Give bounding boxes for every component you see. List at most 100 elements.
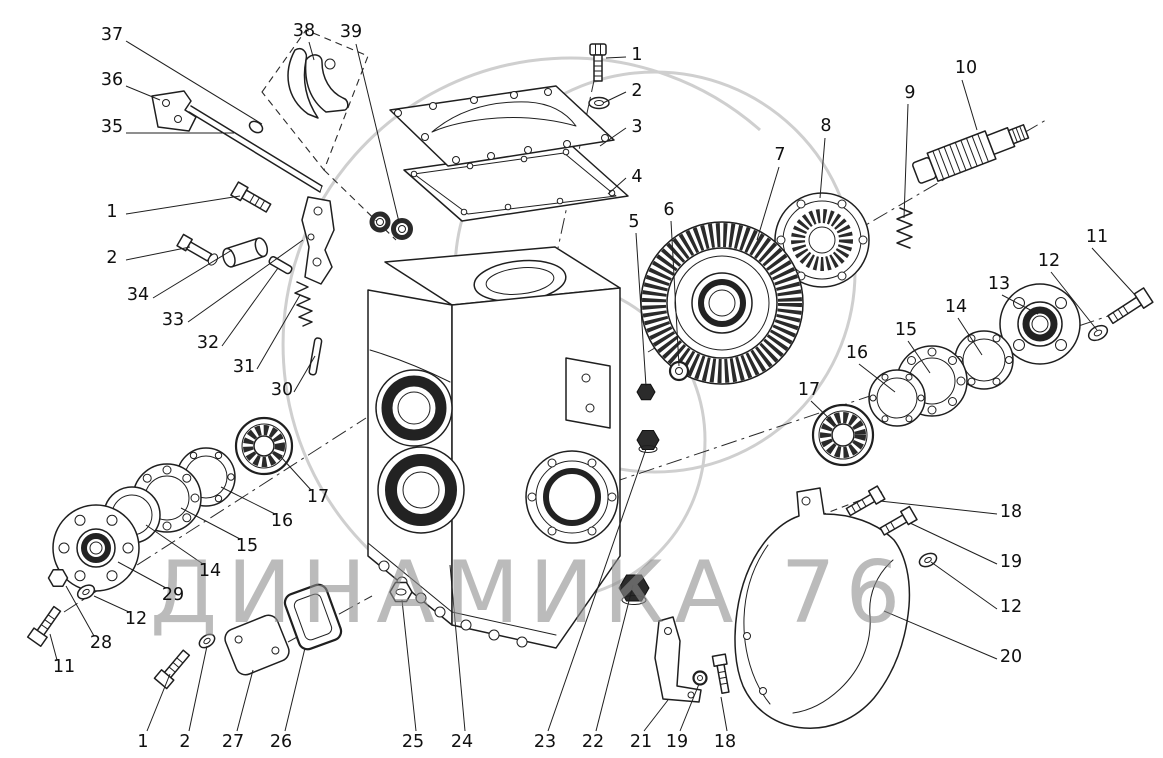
bolt-11-right xyxy=(1107,287,1154,325)
plate-33 xyxy=(301,196,335,285)
bolt-1-bottom xyxy=(153,649,191,690)
bushings-39 xyxy=(369,211,413,240)
part-callout-38: 38 xyxy=(292,21,316,41)
spring-31 xyxy=(294,281,313,327)
part-callout-13: 13 xyxy=(987,274,1011,294)
part-callout-22: 22 xyxy=(581,732,605,752)
bolt-18-bottom xyxy=(711,653,730,695)
top-cover-3 xyxy=(389,85,615,167)
shift-fork-assembly xyxy=(151,29,413,240)
washer-2-bottom xyxy=(198,633,216,649)
part-callout-7: 7 xyxy=(774,145,786,165)
part-callout-28: 28 xyxy=(89,633,113,653)
flange-29 xyxy=(52,504,140,592)
right-seal-chain xyxy=(811,283,1154,467)
part-callout-8: 8 xyxy=(820,116,832,136)
part-callout-32: 32 xyxy=(196,333,220,353)
gear-train xyxy=(636,124,1030,401)
part-callout-9: 9 xyxy=(904,83,916,103)
bolt-1-left xyxy=(230,181,272,213)
part-callout-34: 34 xyxy=(126,285,150,305)
part-callout-15: 15 xyxy=(235,536,259,556)
part-callout-18: 18 xyxy=(713,732,737,752)
part-callout-6: 6 xyxy=(663,200,675,220)
pin-32 xyxy=(268,256,293,275)
part-callout-2: 2 xyxy=(631,81,643,101)
bolt-11-left xyxy=(26,605,62,647)
part-callout-14: 14 xyxy=(944,297,968,317)
part-callout-3: 3 xyxy=(631,117,643,137)
part-callout-20: 20 xyxy=(999,647,1023,667)
part-callout-5: 5 xyxy=(628,212,640,232)
rod-roller-37 xyxy=(248,120,264,134)
part-callout-25: 25 xyxy=(401,732,425,752)
part-callout-1: 1 xyxy=(106,202,118,222)
input-shaft-10 xyxy=(912,124,1030,184)
shift-fork-38 xyxy=(287,48,349,119)
leader-lines xyxy=(49,40,1137,732)
part-callout-12: 12 xyxy=(124,609,148,629)
bevel-gear-7 xyxy=(640,221,804,385)
part-callout-39: 39 xyxy=(339,22,363,42)
spring-9 xyxy=(896,207,913,249)
ring-16-right xyxy=(868,369,926,427)
part-callout-2: 2 xyxy=(179,732,191,752)
nut-5 xyxy=(636,383,656,401)
part-callout-16: 16 xyxy=(845,343,869,363)
shift-rod-35 xyxy=(188,105,323,193)
bolt-18-top xyxy=(845,485,886,517)
part-callout-2: 2 xyxy=(106,248,118,268)
part-callout-17: 17 xyxy=(306,487,330,507)
part-callout-19: 19 xyxy=(665,732,689,752)
part-callout-11: 11 xyxy=(1085,227,1109,247)
gasket-26 xyxy=(283,583,343,651)
bottom-covers-group xyxy=(153,430,660,690)
top-cover-group xyxy=(389,43,629,222)
part-callout-4: 4 xyxy=(631,167,643,187)
part-callout-36: 36 xyxy=(100,70,124,90)
part-callout-14: 14 xyxy=(198,561,222,581)
bracket-21 xyxy=(654,616,702,703)
washer-19-bottom xyxy=(692,670,708,686)
part-callout-35: 35 xyxy=(100,117,124,137)
part-callout-1: 1 xyxy=(137,732,149,752)
part-callout-27: 27 xyxy=(221,732,245,752)
washer-2-top xyxy=(588,96,610,110)
part-callout-29: 29 xyxy=(161,585,185,605)
part-callout-30: 30 xyxy=(270,380,294,400)
part-callout-19: 19 xyxy=(999,552,1023,572)
part-callout-37: 37 xyxy=(100,25,124,45)
guard-cover-group xyxy=(654,485,938,729)
part-callout-31: 31 xyxy=(232,357,256,377)
part-callout-12: 12 xyxy=(1037,251,1061,271)
part-callout-10: 10 xyxy=(954,58,978,78)
cover-27 xyxy=(224,614,290,676)
nut-28 xyxy=(47,569,69,587)
bearing-17-right xyxy=(811,403,875,467)
bolt-1-top xyxy=(589,43,607,82)
pin-30 xyxy=(308,337,323,376)
part-callout-17: 17 xyxy=(797,380,821,400)
left-seal-chain xyxy=(26,416,294,647)
plug-23 xyxy=(636,430,660,453)
part-callout-18: 18 xyxy=(999,502,1023,522)
bolt-2-left xyxy=(176,233,219,266)
part-callout-15: 15 xyxy=(894,320,918,340)
plug-22 xyxy=(618,574,650,605)
side-plate-22 xyxy=(565,357,611,429)
plug-25 xyxy=(389,581,413,603)
guard-cover-20 xyxy=(734,487,911,729)
part-callout-12: 12 xyxy=(999,597,1023,617)
part-callout-16: 16 xyxy=(270,511,294,531)
part-callout-23: 23 xyxy=(533,732,557,752)
differential-cup-8 xyxy=(774,192,870,288)
bearing-17-left xyxy=(234,416,294,476)
main-housing-24 xyxy=(367,246,621,649)
part-callout-1: 1 xyxy=(631,45,643,65)
bolt-19-top xyxy=(879,505,918,536)
washer-12-left xyxy=(76,584,96,600)
part-callout-24: 24 xyxy=(450,732,474,752)
watermark-text: ДИНАМИКА 76 xyxy=(150,543,911,643)
